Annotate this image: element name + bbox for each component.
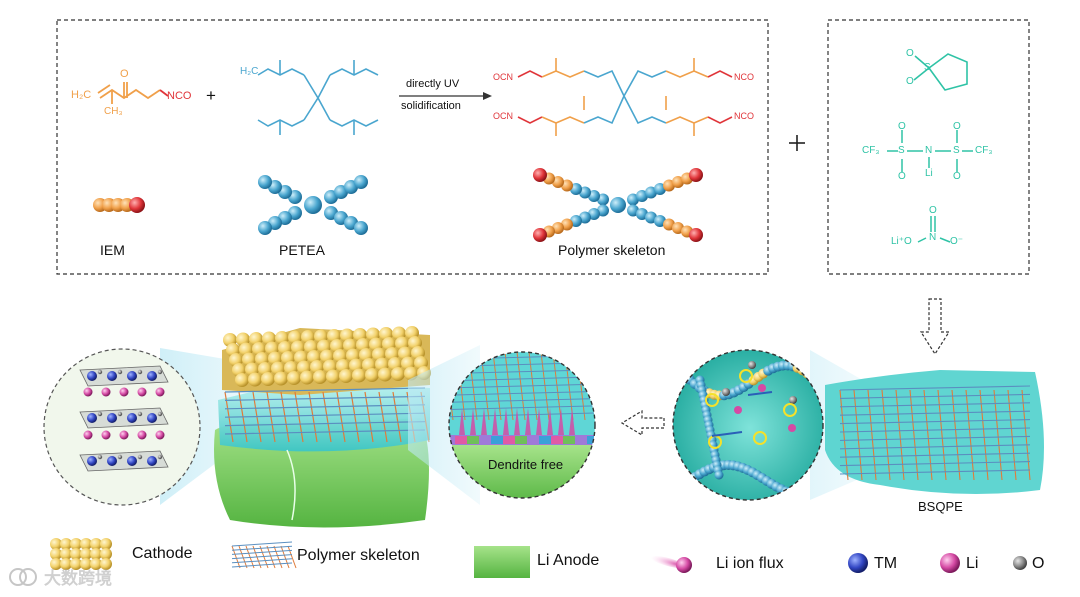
legend-cathode-label: Cathode [132,545,193,562]
iem-ch3-label: CH₃ [104,106,123,117]
synthesis-panel [56,19,769,275]
down-arrow-icon [919,298,951,356]
litfsi-o-tl: O [898,121,906,132]
iem-bonds-red [159,89,169,97]
litfsi-s-right: S [953,145,960,156]
litfsi-o-br: O [953,171,961,182]
anode-swatch-icon [474,546,530,578]
watermark-text: 大数跨境 [44,569,112,589]
watermark-logo-icon [9,567,37,586]
legend-o-label: O [1032,555,1045,572]
legend-li-label: Li [966,555,979,572]
petea-structure [257,60,379,135]
reaction-arrow [399,92,492,100]
legend-tm-label: TM [874,555,898,572]
plus-sign: + [206,86,216,105]
litfsi-o-tr: O [953,121,961,132]
big-plus-sign [789,135,805,151]
litfsi-s-left: S [898,145,905,156]
litfsi-n: N [925,145,933,156]
litfsi-structure [887,130,973,172]
reaction-line1: directly UV [406,78,460,90]
iem-ball-model [93,197,145,213]
product-structure [517,58,733,136]
lino3-o-top: O [929,205,937,216]
legend-polymer-label: Polymer skeleton [297,547,420,564]
sulfolane-structure [913,53,968,91]
electrolyte-molecular-zoom [672,349,824,501]
petea-label: PETEA [279,242,325,258]
iem-h2c-label: H₂C [71,89,92,101]
iem-label: IEM [100,242,125,258]
petea-h2c-label: H₂C [240,66,259,77]
ion-comet-icon [650,555,692,573]
dendrite-free-label: Dendrite free [488,457,564,472]
battery-cell [214,326,431,528]
lino3-n: N [929,232,937,243]
litfsi-cf3-right: CF₃ [975,145,993,156]
lino3-li-o: Li⁺O [891,236,912,247]
bsqpe-membrane [825,370,1044,494]
polymer-ball-model [533,168,703,242]
left-arrow-icon [620,409,665,437]
additive-panel [827,19,1030,275]
lino3-o-minus: O⁻ [950,236,964,247]
petea-ball-model [258,175,368,235]
li-sphere-icon [940,553,960,573]
product-nco-bottom: NCO [734,111,754,121]
legend-ion-flux-label: Li ion flux [716,555,784,572]
o-sphere-icon [1013,556,1027,570]
litfsi-o-bl: O [898,171,906,182]
cathode-swatch-icon [50,538,112,570]
product-ocn-top: OCN [493,72,513,82]
litfsi-li: Li [925,168,933,179]
product-nco-top: NCO [734,72,754,82]
tm-sphere-icon [848,553,868,573]
cathode-crystal-zoom [43,348,201,506]
bsqpe-label: BSQPE [918,499,963,514]
legend [50,538,1027,578]
watermark: 大数跨境 [8,564,112,589]
polymer-mesh-icon [231,541,297,569]
iem-o-label: O [120,68,129,80]
iem-structure [97,82,161,104]
legend-anode-label: Li Anode [537,552,600,569]
sulfolane-o2: O [906,76,914,87]
iem-nco-label: NCO [167,90,192,102]
polymer-skeleton-label: Polymer skeleton [558,242,666,258]
reaction-line2: solidification [401,100,461,112]
litfsi-cf3-left: CF₃ [862,145,880,156]
lino3-structure [917,216,951,243]
sulfolane-o1: O [906,48,914,59]
product-ocn-bottom: OCN [493,111,513,121]
sulfolane-s: S [924,62,931,73]
